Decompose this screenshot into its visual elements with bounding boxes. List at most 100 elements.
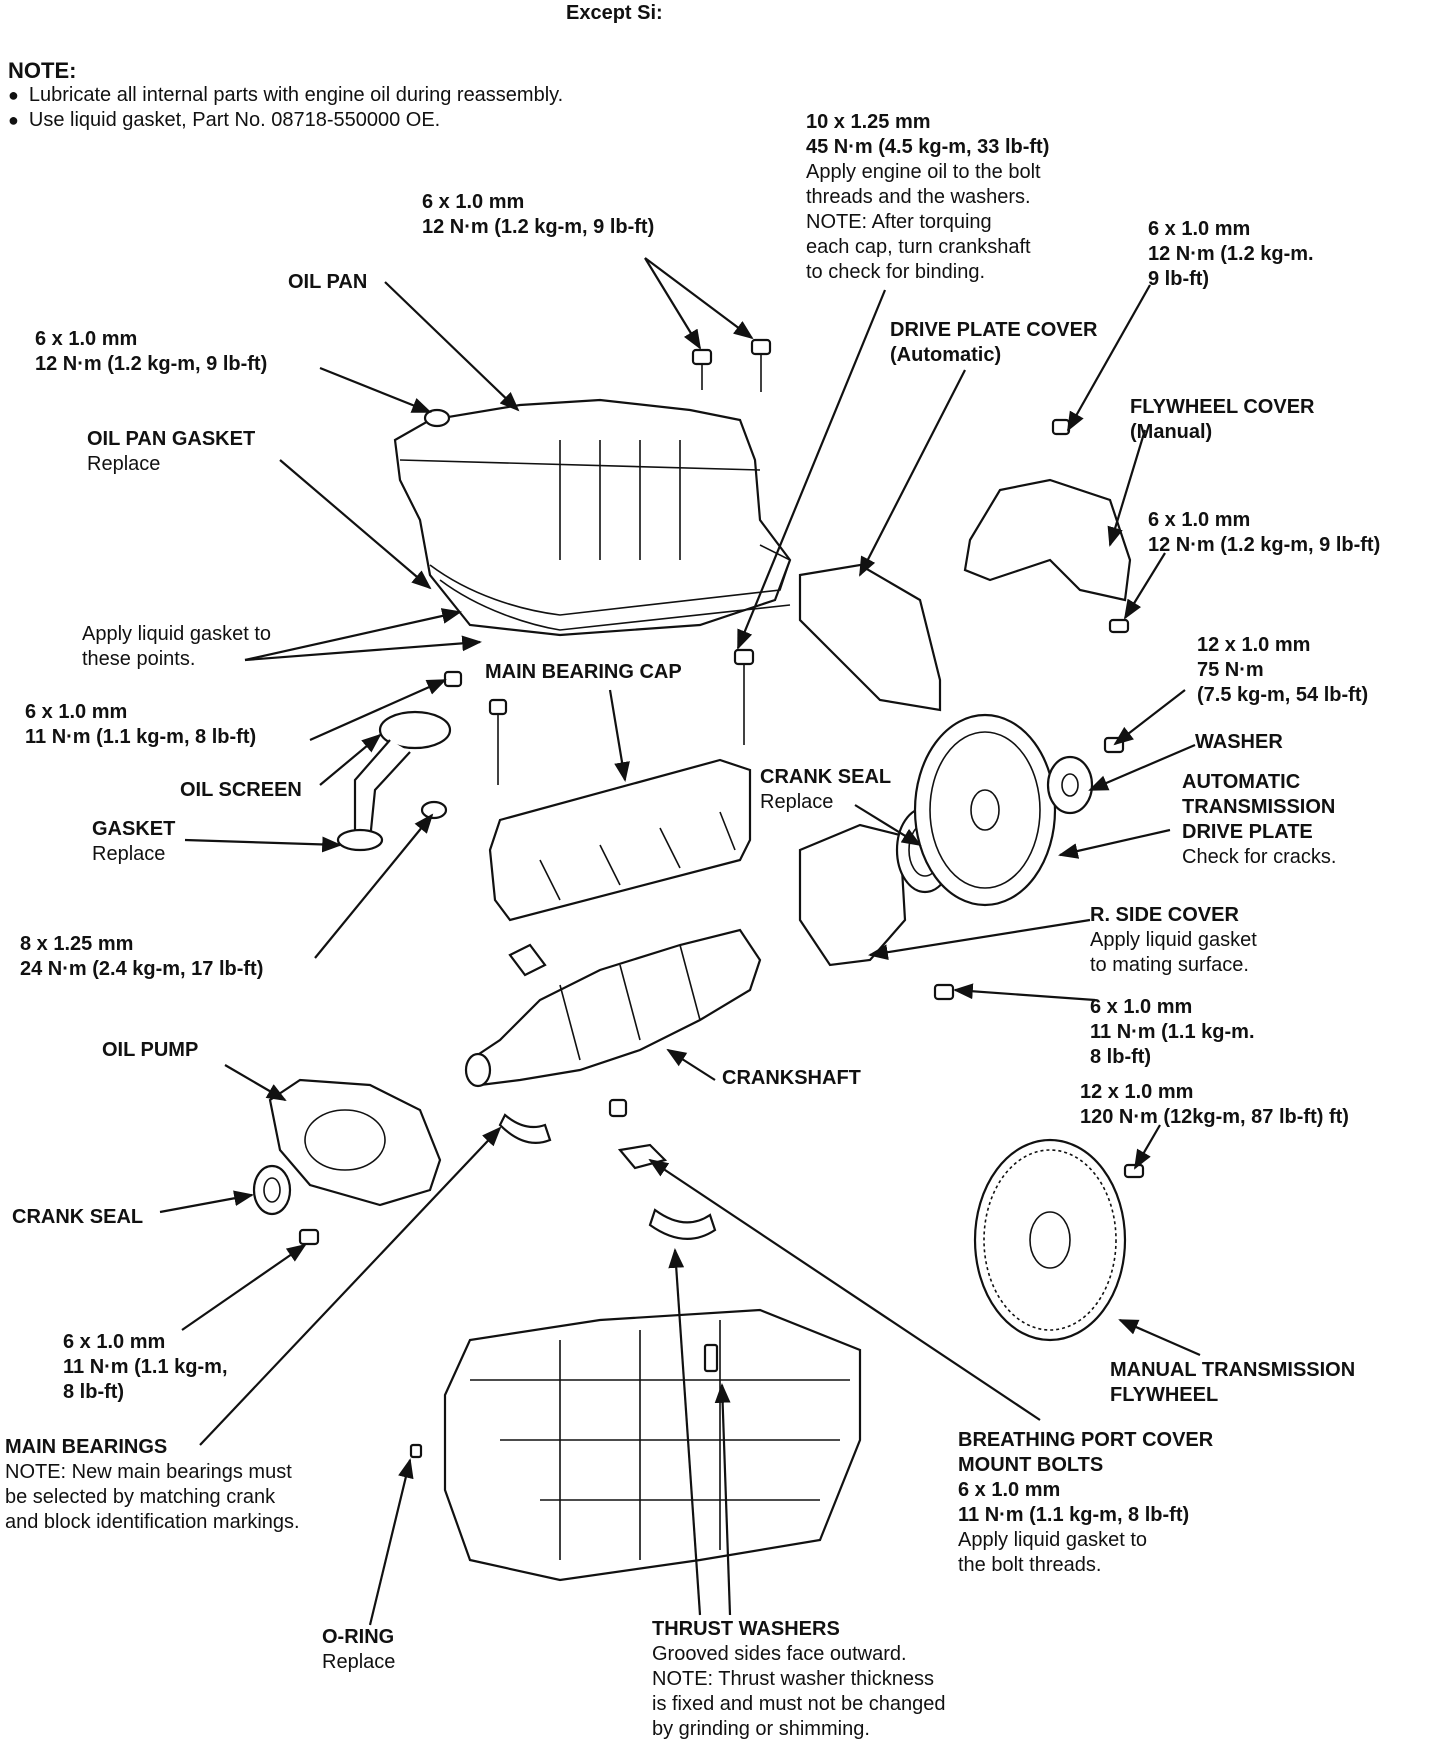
- torque: 12 N·m (1.2 kg-m, 9 lb-ft): [422, 216, 655, 238]
- torque: 8 lb-ft): [63, 1381, 125, 1403]
- spec: 6 x 1.0 mm: [25, 701, 128, 723]
- spec: 6 x 1.0 mm: [1148, 509, 1251, 531]
- oil-pump-illustration: [252, 1078, 442, 1246]
- spec: 8 x 1.25 mm: [20, 933, 134, 955]
- spec: 6 x 1.0 mm: [958, 1479, 1061, 1501]
- torque: 11 N·m (1.1 kg-m, 8 lb-ft): [958, 1504, 1190, 1526]
- part-note: to mating surface.: [1090, 954, 1249, 976]
- instruction: each cap, turn crankshaft: [806, 236, 1031, 258]
- part-name: THRUST WASHERS: [652, 1618, 840, 1640]
- label-gasket: GASKET Replace: [92, 817, 175, 867]
- spec: 12 x 1.0 mm: [1197, 634, 1311, 656]
- note-heading: NOTE:: [8, 58, 77, 83]
- spec: 10 x 1.25 mm: [806, 111, 931, 133]
- label-liquid-gasket: Apply liquid gasket to these points.: [82, 622, 271, 672]
- label-side-cover-bolt: 6 x 1.0 mm 11 N·m (1.1 kg-m. 8 lb-ft): [1090, 995, 1255, 1070]
- part-name: R. SIDE COVER: [1090, 904, 1239, 926]
- label-flywheel-cover: FLYWHEEL COVER (Manual): [1130, 395, 1314, 445]
- label-main-bearing-cap: MAIN BEARING CAP: [485, 661, 682, 683]
- torque: 12 N·m (1.2 kg-m, 9 lb-ft): [35, 353, 268, 375]
- flywheel-cover: [963, 418, 1132, 634]
- label-flywheel-bolt: 12 x 1.0 mm 120 N·m (12kg-m, 87 lb-ft) f…: [1080, 1080, 1349, 1130]
- instruction: threads and the washers.: [806, 186, 1031, 208]
- label-cap-bolt: 10 x 1.25 mm 45 N·m (4.5 kg-m, 33 lb-ft)…: [806, 110, 1049, 285]
- part-note: Check for cracks.: [1182, 846, 1337, 868]
- torque: 24 N·m (2.4 kg-m, 17 lb-ft): [20, 958, 264, 980]
- part-note: by grinding or shimming.: [652, 1718, 870, 1740]
- oil-pan: [393, 398, 792, 637]
- torque: (7.5 kg-m, 54 lb-ft): [1197, 684, 1369, 706]
- torque: 120 N·m (12kg-m, 87 lb-ft) ft): [1080, 1106, 1349, 1128]
- oil-pan-gasket: [429, 544, 791, 631]
- part-note: is fixed and must not be changed: [652, 1693, 946, 1715]
- bearing-shells: [498, 1098, 717, 1240]
- instruction: NOTE: After torquing: [806, 211, 992, 233]
- torque: 11 N·m (1.1 kg-m, 8 lb-ft): [25, 726, 257, 748]
- part-note: Replace: [760, 791, 834, 813]
- label-washer: WASHER: [1195, 731, 1283, 753]
- part-name: FLYWHEEL: [1110, 1384, 1219, 1406]
- torque: 45 N·m (4.5 kg-m, 33 lb-ft): [806, 136, 1050, 158]
- torque: 9 lb-ft): [1148, 268, 1210, 290]
- label-drive-plate-bolt: 12 x 1.0 mm 75 N·m (7.5 kg-m, 54 lb-ft): [1197, 633, 1368, 708]
- note-item: Use liquid gasket, Part No. 08718-550000…: [8, 108, 563, 133]
- label-pan-bolt-top: 6 x 1.0 mm 12 N·m (1.2 kg-m, 9 lb-ft): [422, 190, 654, 240]
- label-flywheel-cover-bolt: 6 x 1.0 mm 12 N·m (1.2 kg-m, 9 lb-ft): [1148, 508, 1380, 558]
- note-item: Lubricate all internal parts with engine…: [8, 83, 563, 108]
- instruction: Apply engine oil to the bolt: [806, 161, 1041, 183]
- label-oil-pan-gasket: OIL PAN GASKET Replace: [87, 427, 255, 477]
- part-name: O-RING: [322, 1626, 395, 1648]
- part-note: and block identification markings.: [5, 1511, 300, 1533]
- part-name: OIL PAN GASKET: [87, 428, 256, 450]
- label-thrust-washers: THRUST WASHERS Grooved sides face outwar…: [652, 1617, 946, 1742]
- label-drive-plate-cover: DRIVE PLATE COVER (Automatic): [890, 318, 1097, 368]
- part-name: TRANSMISSION: [1182, 796, 1336, 818]
- part-note: be selected by matching crank: [5, 1486, 276, 1508]
- label-crank-seal-right: CRANK SEAL Replace: [760, 765, 891, 815]
- spec: 6 x 1.0 mm: [1148, 218, 1251, 240]
- part-note: Replace: [87, 453, 161, 475]
- general-note: NOTE: Lubricate all internal parts with …: [8, 58, 563, 133]
- part-name: CRANK SEAL: [760, 766, 892, 788]
- part-name: DRIVE PLATE COVER: [890, 319, 1098, 341]
- label-pump-bolt: 6 x 1.0 mm 11 N·m (1.1 kg-m, 8 lb-ft): [63, 1330, 228, 1405]
- label-crank-seal-left: CRANK SEAL: [12, 1206, 144, 1228]
- instruction: Apply liquid gasket to: [958, 1529, 1148, 1551]
- part-note: Apply liquid gasket: [1090, 929, 1257, 951]
- instruction: these points.: [82, 648, 196, 670]
- label-o-ring: O-RING Replace: [322, 1625, 395, 1675]
- label-r-side-cover: R. SIDE COVER Apply liquid gasket to mat…: [1090, 903, 1257, 978]
- part-note: NOTE: New main bearings must: [5, 1461, 292, 1483]
- part-note: Grooved sides face outward.: [652, 1643, 907, 1665]
- leader-lines: [159, 257, 1201, 1626]
- spec: 6 x 1.0 mm: [63, 1331, 166, 1353]
- spec: 12 x 1.0 mm: [1080, 1081, 1194, 1103]
- part-name: AUTOMATIC: [1182, 771, 1301, 793]
- drive-plate-cover: [798, 563, 942, 712]
- torque: 12 N·m (1.2 kg-m, 9 lb-ft): [1148, 534, 1381, 556]
- torque: 12 N·m (1.2 kg-m.: [1148, 243, 1314, 265]
- label-oil-pump: OIL PUMP: [102, 1039, 199, 1061]
- instruction: Apply liquid gasket to: [82, 623, 272, 645]
- page-title: Except Si:: [566, 2, 663, 24]
- part-name: MANUAL TRANSMISSION: [1110, 1359, 1356, 1381]
- pan-bolts: [423, 338, 772, 428]
- spec: 6 x 1.0 mm: [1090, 996, 1193, 1018]
- part-name: GASKET: [92, 818, 176, 840]
- torque: 11 N·m (1.1 kg-m.: [1090, 1021, 1255, 1043]
- engine-block-illustration: [409, 1308, 862, 1582]
- label-oil-screen: OIL SCREEN: [180, 779, 302, 801]
- part-note: (Automatic): [890, 344, 1002, 366]
- torque: 75 N·m: [1197, 659, 1264, 681]
- part-note: (Manual): [1130, 421, 1213, 443]
- crankshaft-illustration: [464, 928, 762, 1088]
- label-breathing-port: BREATHING PORT COVER MOUNT BOLTS 6 x 1.0…: [958, 1428, 1213, 1578]
- label-crankshaft: CRANKSHAFT: [722, 1067, 861, 1089]
- part-name: BREATHING PORT COVER: [958, 1429, 1214, 1451]
- label-oil-pan: OIL PAN: [288, 271, 368, 293]
- part-name: FLYWHEEL COVER: [1130, 396, 1315, 418]
- label-main-bearings: MAIN BEARINGS NOTE: New main bearings mu…: [5, 1435, 300, 1535]
- part-name: MAIN BEARINGS: [5, 1436, 168, 1458]
- part-note: Replace: [322, 1651, 396, 1673]
